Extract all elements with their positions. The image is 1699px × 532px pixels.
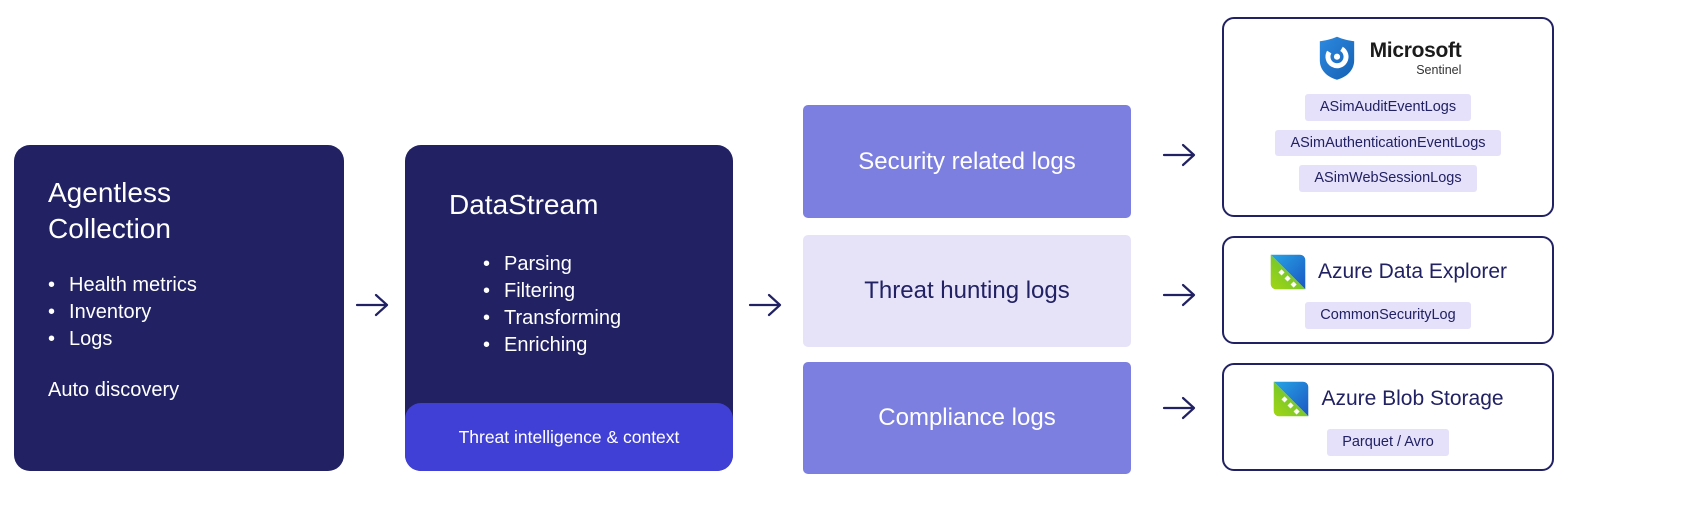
threat-intelligence-banner: Threat intelligence & context xyxy=(405,403,733,471)
flow-arrow-icon xyxy=(1162,143,1196,167)
datastream-bullet: Parsing xyxy=(504,252,572,275)
bullet-icon: • xyxy=(48,301,56,324)
adx-header: Azure Data Explorer xyxy=(1269,253,1507,291)
azure-blob-storage-box: Azure Blob Storage Parquet / Avro xyxy=(1222,363,1554,471)
datastream-box: DataStream • Parsing • Filtering • Trans… xyxy=(405,145,733,471)
list-item: • Filtering xyxy=(483,278,689,305)
azure-data-explorer-box: Azure Data Explorer CommonSecurityLog xyxy=(1222,236,1554,344)
collection-bullet: Logs xyxy=(69,328,113,351)
sentinel-wordmark: Microsoft Sentinel xyxy=(1369,38,1462,78)
datastream-bullet-list: • Parsing • Filtering • Transforming • E… xyxy=(483,251,689,359)
compliance-logs-box: Compliance logs xyxy=(803,362,1131,474)
datastream-bullet: Filtering xyxy=(504,279,576,302)
collection-bullet-list: • Health metrics • Inventory • Logs xyxy=(48,272,310,353)
log-table-tag: Parquet / Avro xyxy=(1327,429,1449,456)
destination-name: Azure Data Explorer xyxy=(1317,260,1508,283)
log-table-tag: ASimAuditEventLogs xyxy=(1304,94,1472,121)
azure-data-explorer-icon xyxy=(1270,254,1306,290)
log-table-tag: CommonSecurityLog xyxy=(1305,302,1471,329)
sentinel-tag-list: ASimAuditEventLogs ASimAuthenticationEve… xyxy=(1275,94,1501,192)
log-type-label: Security related logs xyxy=(858,147,1076,175)
brand-sub-name: Sentinel xyxy=(1416,63,1462,78)
flow-arrow-icon xyxy=(1162,283,1196,307)
bullet-icon: • xyxy=(483,333,491,356)
bullet-icon: • xyxy=(483,306,491,329)
datastream-bullet: Transforming xyxy=(504,306,622,329)
azure-blob-storage-icon xyxy=(1274,381,1309,417)
collection-bullet: Health metrics xyxy=(69,274,197,297)
list-item: • Enriching xyxy=(483,332,689,359)
bullet-icon: • xyxy=(48,274,56,297)
log-table-tag: ASimAuthenticationEventLogs xyxy=(1275,129,1501,156)
adx-tag-list: CommonSecurityLog xyxy=(1305,302,1471,329)
bullet-icon: • xyxy=(483,252,491,275)
log-type-label: Compliance logs xyxy=(878,404,1056,431)
sentinel-header: Microsoft Sentinel xyxy=(1315,35,1462,82)
list-item: • Parsing xyxy=(483,251,689,278)
flow-arrow-icon xyxy=(1162,396,1196,420)
blob-tag-list: Parquet / Avro xyxy=(1327,429,1449,456)
microsoft-sentinel-shield-icon xyxy=(1319,36,1354,80)
list-item: • Transforming xyxy=(483,305,689,332)
bullet-icon: • xyxy=(48,328,56,351)
threat-hunting-logs-box: Threat hunting logs xyxy=(803,235,1131,347)
flow-arrow-icon xyxy=(748,293,782,317)
list-item: • Inventory xyxy=(48,299,310,326)
datastream-bullet: Enriching xyxy=(504,333,588,356)
brand-name: Microsoft xyxy=(1369,38,1462,62)
auto-discovery-label: Auto discovery xyxy=(48,379,180,402)
log-type-label: Threat hunting logs xyxy=(864,277,1070,304)
datastream-title: DataStream xyxy=(449,189,599,220)
flow-arrow-icon xyxy=(355,293,389,317)
collection-bullet: Inventory xyxy=(69,301,152,324)
security-related-logs-box: Security related logs xyxy=(803,105,1131,218)
blob-header: Azure Blob Storage xyxy=(1272,380,1504,418)
microsoft-sentinel-box: Microsoft Sentinel ASimAuditEventLogs AS… xyxy=(1222,17,1554,217)
list-item: • Logs xyxy=(48,326,310,353)
collection-title: Agentless Collection xyxy=(48,177,171,244)
log-table-tag: ASimWebSessionLogs xyxy=(1299,165,1477,192)
destination-name: Azure Blob Storage xyxy=(1321,387,1504,410)
bullet-icon: • xyxy=(483,279,491,302)
list-item: • Health metrics xyxy=(48,272,310,299)
agentless-collection-box: Agentless Collection • Health metrics • … xyxy=(14,145,344,471)
